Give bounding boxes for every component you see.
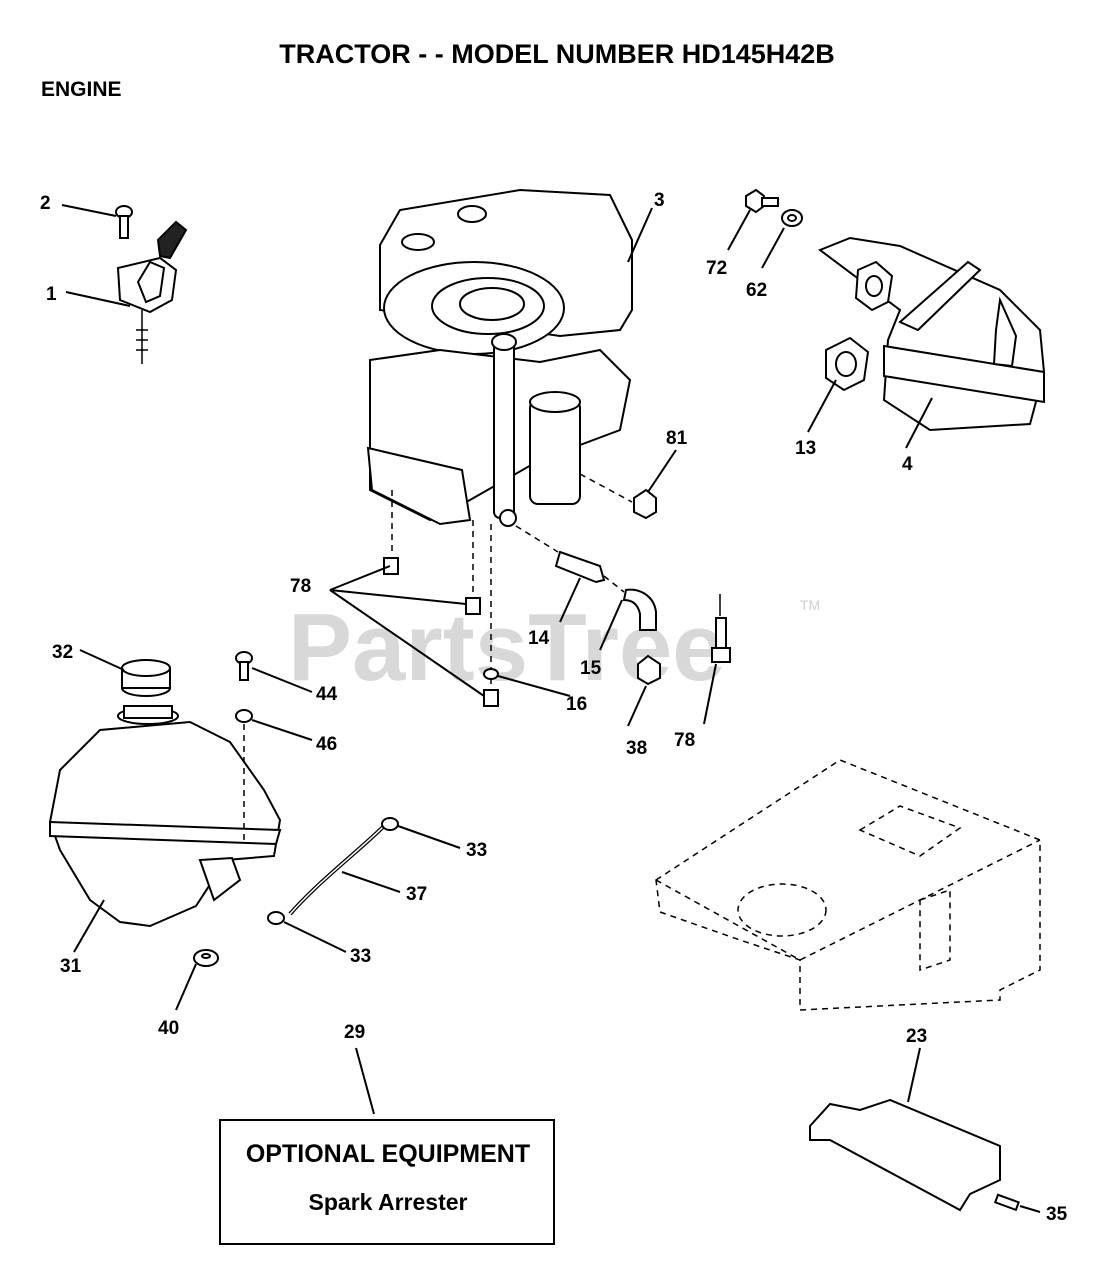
optional-equipment-item: Spark Arrester: [309, 1189, 468, 1215]
hose-clamp-lower[interactable]: [267, 911, 285, 925]
callout-4: 4: [902, 454, 913, 475]
tank-screw-part[interactable]: [235, 651, 253, 681]
hex-nut-part[interactable]: [637, 654, 661, 686]
callout-72: 72: [706, 258, 727, 279]
section-label: ENGINE: [41, 78, 122, 101]
callout-38: 38: [626, 738, 647, 759]
callout-16: 16: [566, 694, 587, 715]
watermark-trademark: TM: [800, 597, 820, 613]
callout-13: 13: [795, 438, 816, 459]
callout-33-lower: 33: [350, 946, 371, 967]
engine-mount-plate: [655, 759, 1041, 1011]
optional-equipment-box: OPTIONAL EQUIPMENT Spark Arrester: [219, 1119, 555, 1245]
washer-part[interactable]: [781, 209, 803, 227]
callout-labels: 2 1 3 4 13 72 62 81 14 15 16 38 78 78 32…: [40, 190, 1068, 1225]
muffler-part[interactable]: [817, 236, 1046, 432]
callout-23: 23: [906, 1026, 927, 1047]
callout-15: 15: [580, 658, 602, 679]
tank-washer-part[interactable]: [235, 709, 253, 723]
callout-78-left: 78: [290, 576, 311, 597]
callout-35: 35: [1046, 1204, 1068, 1225]
callout-44: 44: [316, 684, 338, 705]
fuel-cap-part[interactable]: [121, 659, 171, 697]
callout-33-upper: 33: [466, 840, 487, 861]
bolt-part[interactable]: [745, 188, 779, 214]
exhaust-gasket-part[interactable]: [825, 336, 870, 392]
lock-washer-part[interactable]: [483, 668, 499, 680]
throttle-control-part[interactable]: [116, 220, 188, 364]
hose-clamp-upper[interactable]: [381, 817, 399, 831]
hex-bolt-part[interactable]: [711, 594, 731, 663]
optional-equipment-title: OPTIONAL EQUIPMENT: [246, 1140, 530, 1168]
screw-part[interactable]: [115, 205, 133, 239]
callout-1: 1: [46, 284, 57, 305]
callout-2: 2: [40, 193, 51, 214]
engine-bolts-part[interactable]: [383, 557, 499, 707]
fuel-tank-part[interactable]: [48, 705, 282, 928]
callout-37: 37: [406, 884, 427, 905]
callout-29: 29: [344, 1022, 365, 1043]
oil-drain-fitting-part[interactable]: [554, 550, 606, 584]
callout-81: 81: [666, 428, 688, 449]
callout-78-right: 78: [674, 730, 695, 751]
drain-hose-part[interactable]: [622, 588, 657, 631]
watermark-text: PartsTree: [288, 594, 726, 701]
shield-screw-part[interactable]: [993, 1193, 1020, 1212]
manifold-flange: [854, 260, 894, 312]
leader-lines: [61, 204, 1041, 1213]
callout-46: 46: [316, 734, 337, 755]
callout-32: 32: [52, 642, 73, 663]
callout-14: 14: [528, 628, 550, 649]
engine-part[interactable]: [366, 188, 633, 527]
callout-31: 31: [60, 956, 82, 977]
nut-part[interactable]: [633, 488, 657, 520]
callout-3: 3: [654, 190, 665, 211]
heat-shield-part[interactable]: [809, 1098, 1001, 1212]
callout-40: 40: [158, 1018, 179, 1039]
callout-62: 62: [746, 280, 767, 301]
page-title: TRACTOR - - MODEL NUMBER HD145H42B: [279, 39, 835, 69]
fuel-line-part[interactable]: [288, 824, 386, 916]
grommet-part[interactable]: [193, 949, 219, 967]
